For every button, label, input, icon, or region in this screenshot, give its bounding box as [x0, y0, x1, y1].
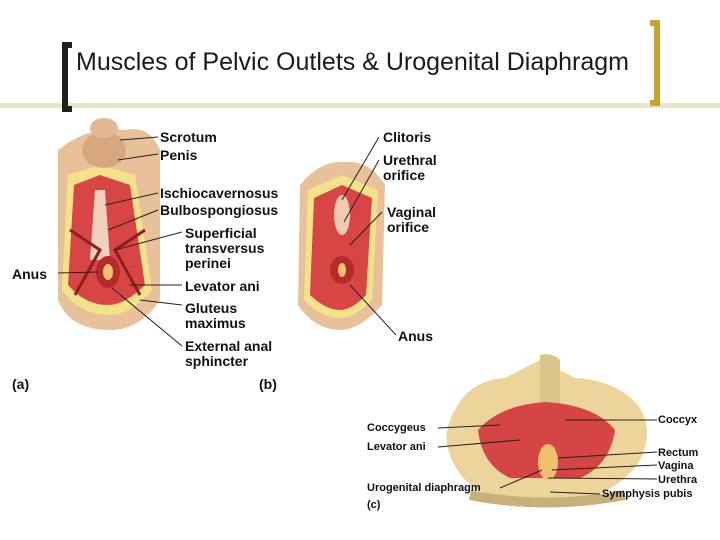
panel-label-b: (b)	[259, 376, 277, 392]
label-coccyx: Coccyx	[658, 414, 698, 426]
title-bracket-left	[62, 42, 72, 112]
title-bracket-right	[650, 20, 660, 106]
panel-label-c: (c)	[367, 499, 381, 511]
label-bulbospongiosus: Bulbospongiosus	[160, 202, 279, 218]
label-coccygeus: Coccygeus	[367, 422, 426, 434]
label-anus-b: Anus	[398, 328, 433, 344]
label-superficial-transversus-perinei: Superficial transversus perinei	[185, 225, 265, 271]
label-penis: Penis	[160, 147, 198, 163]
leader-lines	[57, 136, 658, 495]
label-vagina: Vagina	[658, 460, 694, 472]
label-urogenital-diaphragm: Urogenital diaphragm	[367, 482, 481, 494]
label-anus-a: Anus	[12, 266, 47, 282]
label-ischiocavernosus: Ischiocavernosus	[160, 185, 279, 201]
slide-title: Muscles of Pelvic Outlets & Urogenital D…	[76, 48, 630, 76]
pelvic-floor-figure	[446, 354, 648, 508]
panel-label-a: (a)	[12, 376, 30, 392]
title-underline	[0, 103, 720, 108]
male-perineum-figure	[58, 118, 160, 330]
label-clitoris: Clitoris	[383, 129, 432, 145]
label-vaginal-orifice: Vaginal orifice	[387, 204, 437, 235]
label-external-anal-sphincter: External anal sphincter	[185, 338, 273, 369]
label-urethral-orifice: Urethral orifice	[383, 152, 437, 183]
label-gluteus-maximus: Gluteus maximus	[185, 300, 246, 331]
label-levator-ani-c: Levator ani	[367, 441, 426, 453]
label-symphysis-pubis: Symphysis pubis	[602, 488, 693, 500]
label-levator-ani-a: Levator ani	[185, 278, 260, 294]
label-rectum: Rectum	[658, 447, 699, 459]
label-urethra: Urethra	[658, 474, 698, 486]
label-scrotum: Scrotum	[160, 129, 217, 145]
female-perineum-figure	[298, 161, 385, 330]
